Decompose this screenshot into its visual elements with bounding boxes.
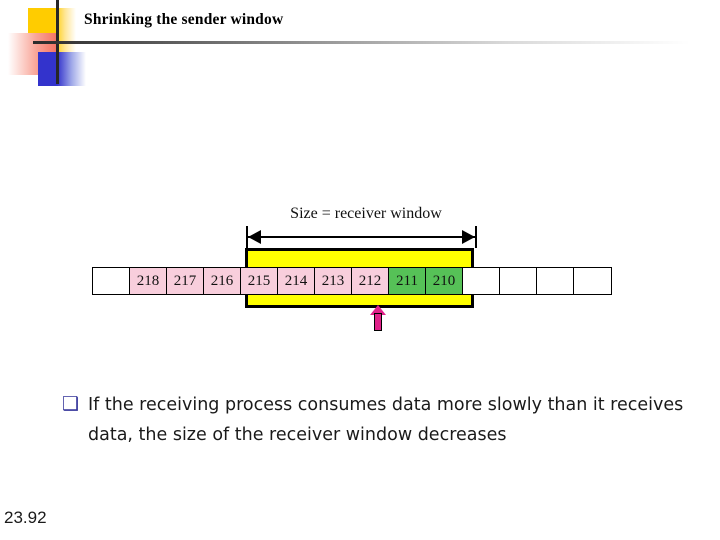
bullet-text: If the receiving process consumes data m…	[88, 395, 684, 445]
sequence-number-strip: 218 217 216 215 214 213 212 211 210	[92, 267, 612, 295]
up-arrow-icon	[370, 305, 386, 331]
sequence-cell	[537, 268, 574, 294]
sequence-cell: 214	[278, 268, 315, 294]
sequence-cell: 213	[315, 268, 352, 294]
arrow-right-icon	[462, 230, 475, 244]
sequence-cell	[463, 268, 500, 294]
up-arrow-shaft	[374, 313, 382, 331]
bullet-square-icon: ❑	[62, 394, 80, 415]
up-arrow-head	[370, 305, 386, 315]
dimension-line	[248, 236, 475, 238]
sequence-cell: 211	[389, 268, 426, 294]
size-label: Size = receiver window	[290, 205, 442, 222]
blue-square-decoration	[38, 52, 86, 86]
bullet-item: ❑ If the receiving process consumes data…	[62, 390, 687, 450]
sequence-cell: 216	[204, 268, 241, 294]
sequence-cell: 215	[241, 268, 278, 294]
receiver-window-diagram: Size = receiver window 218 217 216 215 2…	[0, 200, 720, 331]
slide-title: Shrinking the sender window	[84, 11, 284, 28]
sequence-cell: 212	[352, 268, 389, 294]
horizontal-rule-decoration	[33, 41, 690, 44]
dimension-tick-left	[246, 226, 248, 248]
sequence-cell: 218	[130, 268, 167, 294]
sequence-cell: 210	[426, 268, 463, 294]
sequence-cell: 217	[167, 268, 204, 294]
sequence-cell	[500, 268, 537, 294]
sequence-cell	[574, 268, 611, 294]
slide-number: 23.92	[4, 508, 47, 527]
sequence-cell	[93, 268, 130, 294]
arrow-left-icon	[248, 230, 261, 244]
dimension-arrow	[246, 226, 477, 248]
dimension-tick-right	[475, 226, 477, 248]
slide-decoration	[0, 0, 690, 110]
